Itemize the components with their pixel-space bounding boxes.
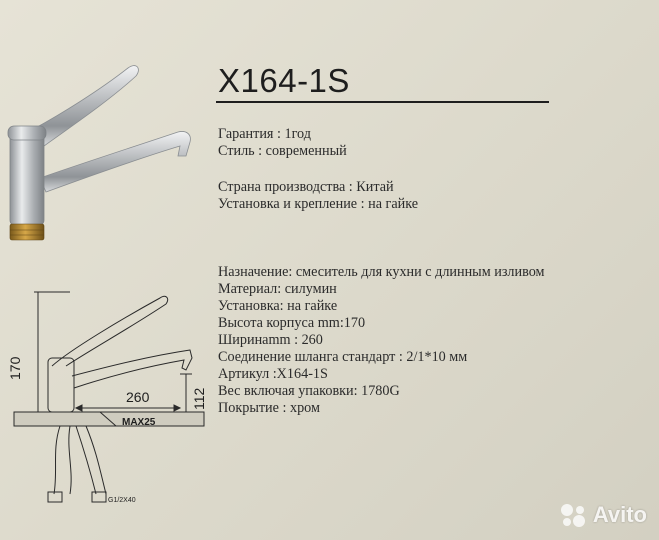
spec-line: Гарантия : 1год [218,126,311,142]
specs-group-warranty: Гарантия : 1год Стиль : современный [218,126,347,160]
spec-line: Ширинаmm : 260 [218,332,323,348]
spec-line: Стиль : современный [218,143,347,159]
model-title: X164-1S [218,62,350,99]
spec-line: Назначение: смеситель для кухни с длинны… [218,264,545,280]
spec-line: Соединение шланга стандарт : 2/1*10 мм [218,349,468,365]
spec-line: Высота корпуса mm:170 [218,315,366,331]
thread-label: G1/2X40 [108,497,136,504]
specs-group-origin: Страна производства : Китай Установка и … [218,179,418,213]
width-label: 260 [126,389,150,405]
spec-line: Страна производства : Китай [218,179,394,195]
technical-drawing: 170 260 112 MAX25 G1/2X40 [7,291,207,504]
spec-line: Артикул :X164-1S [218,366,328,382]
spec-line: Установка и крепление : на гайке [218,196,419,212]
spec-line: Покрытие : хром [218,400,320,416]
watermark-text: Avito [592,502,647,527]
spout-height-label: 112 [191,387,207,410]
avito-dots-icon [560,504,585,527]
faucet-photo [7,65,191,241]
spec-line: Вес включая упаковки: 1780G [218,383,400,399]
height-label: 170 [7,356,23,380]
avito-watermark: Avito [558,502,647,528]
max-thickness-label: MAX25 [122,417,156,428]
spec-line: Установка: на гайке [218,298,338,314]
spec-line: Материал: силумин [218,281,337,297]
title-underline [216,101,549,103]
specs-group-details: Назначение: смеситель для кухни с длинны… [218,264,545,417]
